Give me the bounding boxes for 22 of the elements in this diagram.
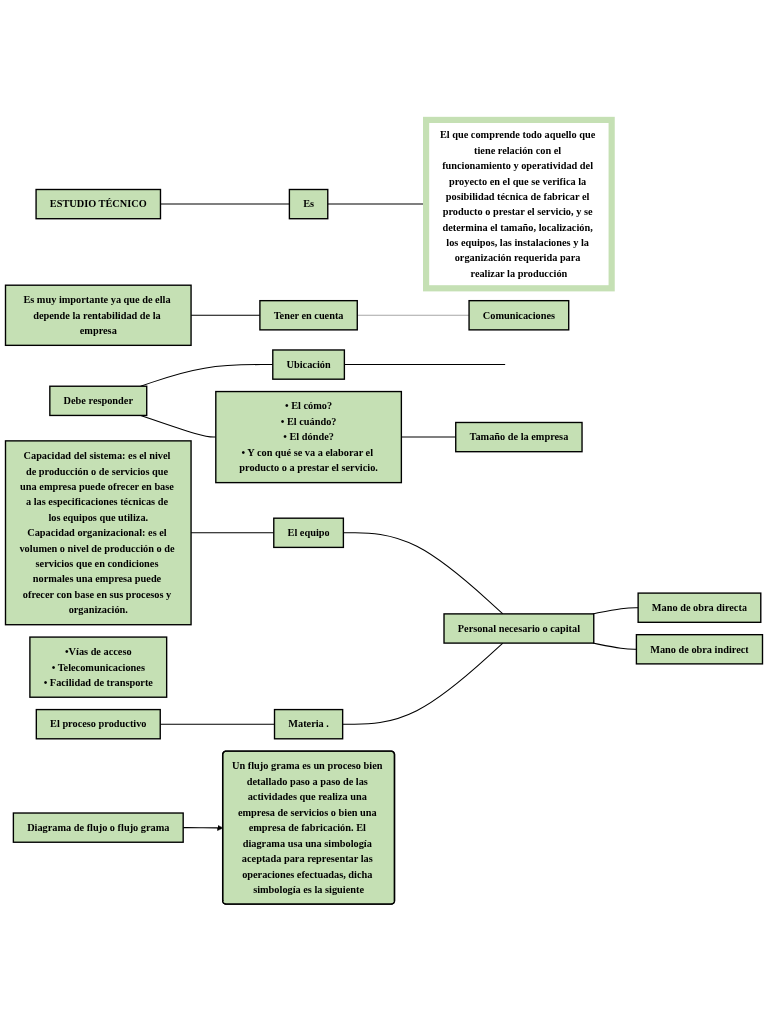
node-box: Materia . [273, 708, 344, 740]
node-box: Personal necesario o capital [443, 613, 595, 644]
node-box: • El cómo? • El cuándo? • El dónde? • Y con qué se va a elaborar el producto o a prestar el servicio. [215, 390, 403, 484]
node-box: Ubicación [272, 349, 346, 380]
node-box: Es [288, 188, 329, 220]
node-box: El proceso productivo [35, 708, 161, 740]
node-box: El equipo [273, 517, 345, 549]
node-box: Diagrama de flujo o flujo grama [12, 812, 184, 843]
connector [592, 642, 637, 650]
connector [592, 607, 639, 615]
node-box: ESTUDIO TÉCNICO [35, 188, 162, 220]
node-box: •Vías de acceso • Telecomunicaciones • Facilidad de transporte [29, 636, 168, 698]
node-box: El que comprende todo aquello que tiene relación con el funcionamiento y operatividad del proyecto en el que se verifica la posibilidad técnica de fabricar el producto o prestar el servicio, y se determina el tamaño, localización, los equipos, las instalaciones y la organización requerida para realizar la producción [423, 116, 615, 292]
node-box: Mano de obra directa [637, 592, 762, 623]
node-box: Tener en cuenta [259, 300, 358, 331]
node-box: Tamaño de la empresa [455, 421, 583, 453]
connector [342, 642, 504, 725]
node-box: Es muy importante ya que de ella depende la rentabilidad de la empresa [4, 284, 192, 347]
node-box: Comunicaciones [468, 300, 570, 331]
node-box: Debe responder [49, 385, 148, 417]
node-box: Capacidad del sistema: es el nivel de producción o de servicios que una empresa puede ofrecer en base a las especificaciones técnicas de los equipos que utiliza. Capacidad organizacional: es el volumen o nivel de producción o de servicios que en condiciones normales una empresa puede ofrecer con base en sus procesos y organización. [4, 440, 192, 626]
node-box: Mano de obra indirect [635, 634, 764, 665]
